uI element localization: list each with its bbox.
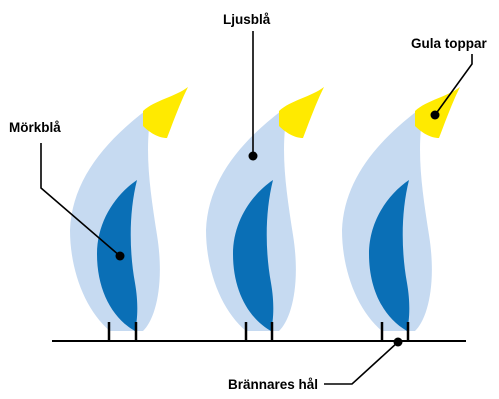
label-light-blue: Ljusblå [223,12,271,27]
yellow-tip [143,87,188,138]
label-burner-holes: Brännares hål [228,377,318,392]
label-dark-blue: Mörkblå [9,120,61,135]
yellow-tip [279,87,324,138]
flame-right [342,87,460,331]
flame-left [70,87,188,331]
flame-middle [206,87,324,331]
label-yellow-tips: Gula toppar [411,36,487,51]
